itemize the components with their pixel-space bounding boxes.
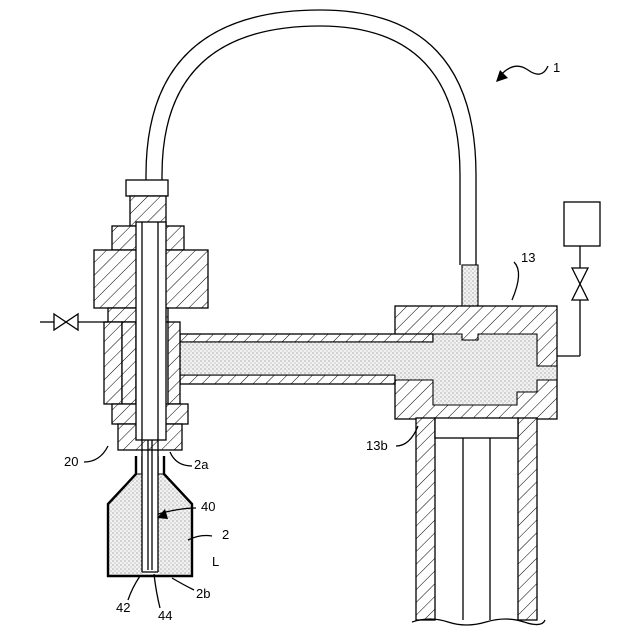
- gate-valve-icon: [54, 314, 78, 330]
- horizontal-channel: [168, 334, 557, 405]
- label-L: L: [212, 554, 219, 569]
- gate-valve-icon: [572, 268, 588, 300]
- label-2a: 2a: [194, 457, 209, 472]
- lower-block-13b: [412, 418, 545, 625]
- container-2: [108, 456, 192, 576]
- label-13b: 13b: [366, 438, 388, 453]
- nozzle-assembly: [94, 180, 208, 450]
- label-13: 13: [521, 250, 535, 265]
- label-42: 42: [116, 600, 130, 615]
- label-40: 40: [201, 499, 215, 514]
- label-1: 1: [553, 60, 560, 75]
- label-2b: 2b: [196, 586, 210, 601]
- arched-tube: [146, 10, 476, 265]
- right-branch: [557, 202, 600, 356]
- device-box-icon: [564, 202, 600, 246]
- label-2: 2: [222, 527, 229, 542]
- left-branch: [40, 314, 108, 330]
- arrow-head-icon: [496, 70, 508, 82]
- label-44: 44: [158, 608, 172, 623]
- label-20: 20: [64, 454, 78, 469]
